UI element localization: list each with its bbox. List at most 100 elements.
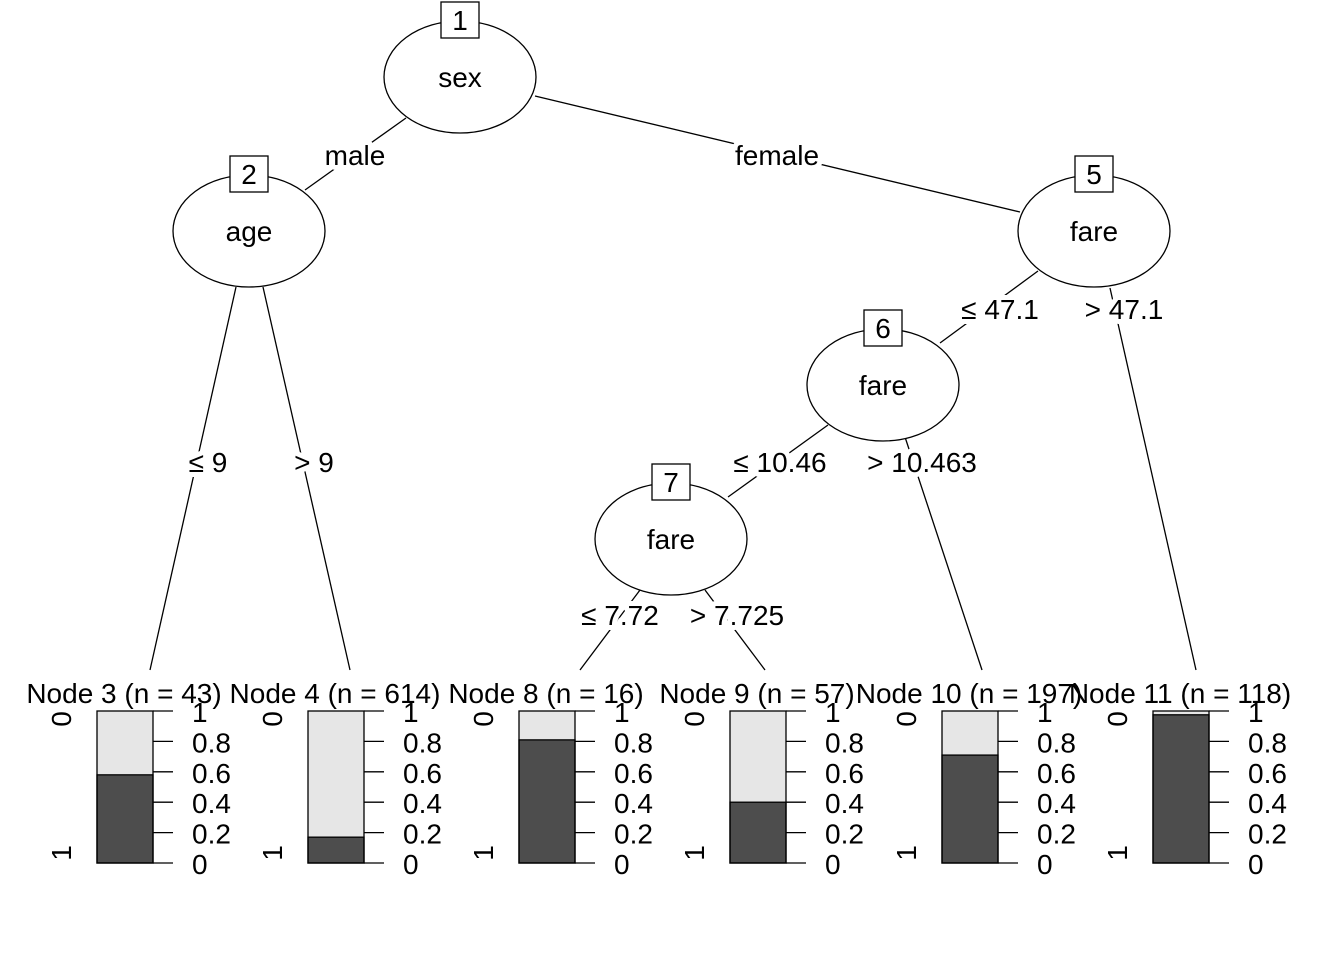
bar-class-1 [307,836,365,864]
class-label-1: 1 [468,845,499,861]
edge-label: > 47.1 [1085,294,1164,325]
axis-tick-label: 0.4 [403,788,442,819]
bar-class-0 [942,711,998,756]
edge-line [939,270,1039,344]
bar-class-0 [519,711,575,740]
node-id-box [229,155,269,193]
node-id: 7 [663,467,679,498]
inner-node: fare 7 [594,463,748,596]
axis-tick-label: 0.6 [403,758,442,789]
bar-frame [518,710,576,864]
terminal-title: Node 8 (n = 16) [448,678,643,709]
node-id-box [863,309,903,347]
bar-class-0 [730,711,786,803]
bar-class-0 [308,711,364,838]
axis-tick-label: 0.8 [192,727,231,758]
class-label-1: 1 [891,845,922,861]
node-variable: fare [859,370,907,401]
node-variable: fare [1070,216,1118,247]
bar-frame [1152,710,1210,864]
node-variable: fare [647,524,695,555]
edge-label: female [735,140,819,171]
axis-tick-label: 0 [1248,849,1264,880]
axis-tick-label: 0.6 [825,758,864,789]
axis-tick-label: 1 [192,697,208,728]
axis-tick-label: 0 [1037,849,1053,880]
terminal-title: Node 11 (n = 118) [1069,678,1291,709]
node-id: 1 [452,5,468,36]
axis-tick-label: 0.2 [192,819,231,850]
node-id-box [651,463,691,501]
bar-class-1 [1152,714,1210,864]
class-label-0: 0 [468,711,499,727]
axis-tick-label: 0.8 [403,727,442,758]
bar-class-1 [518,739,576,864]
axis-tick-label: 0.2 [825,819,864,850]
bar-class-1 [96,774,154,864]
class-label-1: 1 [679,845,710,861]
axis-tick-label: 0.6 [1248,758,1287,789]
inner-node: fare 5 [1017,155,1171,288]
node-id-box [1074,155,1114,193]
axis-tick-label: 1 [614,697,630,728]
bar-frame [729,710,787,864]
bar-class-1 [941,754,999,864]
class-label-0: 0 [46,711,77,727]
edge-label: ≤ 9 [189,447,228,478]
axis-tick-label: 1 [1248,697,1264,728]
class-label-0: 0 [1102,711,1133,727]
terminal-title: Node 10 (n = 197) [856,678,1083,709]
node-id: 5 [1086,159,1102,190]
axis-tick-label: 0.4 [614,788,653,819]
node-variable: age [226,216,273,247]
axis-tick-label: 1 [403,697,419,728]
axis-tick-label: 0 [825,849,841,880]
edge-line [304,117,407,191]
axis-tick-label: 0.2 [614,819,653,850]
edge-line [727,424,829,498]
edge-line [1109,287,1197,671]
edge-label: > 9 [294,447,334,478]
axis-tick-label: 0.6 [614,758,653,789]
edge-label: ≤ 47.1 [961,294,1039,325]
axis-tick-label: 1 [825,697,841,728]
class-label-0: 0 [679,711,710,727]
axis-tick-label: 0.2 [1037,819,1076,850]
class-label-1: 1 [46,845,77,861]
terminal-title: Node 9 (n = 57) [659,678,854,709]
axis-tick-label: 0.4 [825,788,864,819]
axis-tick-label: 0.2 [1248,819,1287,850]
axis-tick-label: 1 [1037,697,1053,728]
node-id: 2 [241,159,257,190]
edge-line [904,436,983,671]
edge-label: ≤ 10.46 [733,447,826,478]
class-label-0: 0 [257,711,288,727]
axis-tick-label: 0.8 [1248,727,1287,758]
axis-tick-label: 0.6 [1037,758,1076,789]
axis-tick-label: 0.4 [192,788,231,819]
edge-line [704,589,766,671]
edge-line [149,286,237,671]
terminal-title: Node 3 (n = 43) [26,678,221,709]
node-id-box [440,1,480,39]
axis-tick-label: 0.4 [1248,788,1287,819]
edge-label: > 7.725 [690,600,784,631]
axis-tick-label: 0 [192,849,208,880]
edge-line [262,286,351,671]
axis-tick-label: 0.4 [1037,788,1076,819]
bar-class-1 [729,801,787,864]
axis-tick-label: 0.2 [403,819,442,850]
class-label-1: 1 [257,845,288,861]
edge-label: male [325,140,386,171]
axis-tick-label: 0.8 [825,727,864,758]
edge-label: ≤ 7.72 [581,600,659,631]
bar-frame [941,710,999,864]
bar-class-0 [97,711,153,775]
